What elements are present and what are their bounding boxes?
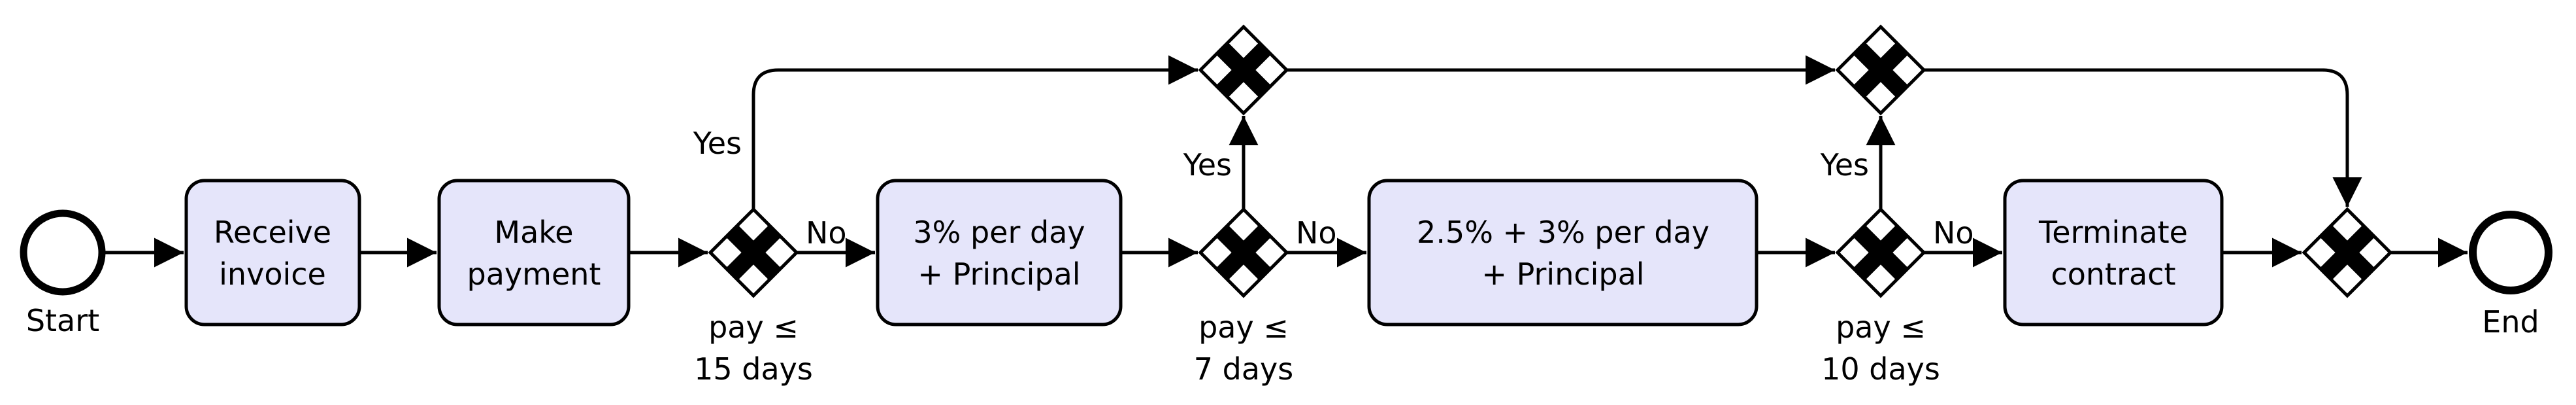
task-label-line1: 2.5% + 3% per day (1417, 215, 1709, 250)
task-label-line2: + Principal (1481, 256, 1644, 292)
xor-x-icon (725, 224, 782, 281)
end-event-circle (2469, 211, 2552, 294)
xor-x-icon (1853, 224, 1909, 281)
gateway-merge-final (2302, 207, 2393, 298)
task-penalty-2-5pct: 2.5% + 3% per day + Principal (1367, 179, 1759, 326)
xor-x-icon (2319, 224, 2375, 281)
task-box (184, 179, 361, 326)
edge-label-yes-1: Yes (693, 126, 742, 161)
task-label-line2: invoice (219, 256, 326, 292)
task-terminate-contract: Terminate contract (2003, 179, 2224, 326)
gateway-merge-top-1 (1198, 24, 1289, 116)
edge-labels: Yes No Yes No Yes No (693, 126, 1974, 251)
task-label-line2: payment (467, 256, 601, 292)
gateway-pay-15-days: pay ≤ 15 days (694, 207, 813, 387)
gateway-condition-line1: pay ≤ (1836, 309, 1926, 345)
edge-label-no-3: No (1933, 215, 1974, 251)
start-event-label: Start (26, 303, 99, 338)
task-penalty-3pct: 3% per day + Principal (876, 179, 1123, 326)
end-event: End (2469, 211, 2552, 340)
gateway-condition-line1: pay ≤ (1198, 309, 1289, 345)
gateway-condition-line2: 15 days (694, 351, 813, 387)
gateway-condition-line2: 7 days (1194, 351, 1293, 387)
edge-label-no-1: No (806, 215, 847, 251)
task-box (437, 179, 631, 326)
flow-gw-pay-15-yes-to-merge-1 (751, 55, 1198, 209)
task-label-line2: + Principal (917, 256, 1080, 292)
start-event-circle (20, 209, 106, 296)
task-box (2003, 179, 2224, 326)
task-label-line1: Make (494, 215, 573, 250)
gateway-merge-top-2 (1835, 24, 1926, 116)
gateway-condition-line2: 10 days (1821, 351, 1940, 387)
gateway-pay-10-days: pay ≤ 10 days (1821, 207, 1940, 387)
xor-x-icon (1215, 42, 1272, 98)
edge-label-no-2: No (1296, 215, 1337, 251)
xor-x-icon (1215, 224, 1272, 281)
task-label-line1: Terminate (2038, 215, 2188, 250)
task-box (876, 179, 1123, 326)
flow-merge-2-to-gw-merge-final (1924, 68, 2362, 207)
task-receive-invoice: Receive invoice (184, 179, 361, 326)
edge-label-yes-3: Yes (1820, 147, 1869, 183)
gateway-pay-7-days: pay ≤ 7 days (1194, 207, 1293, 387)
task-make-payment: Make payment (437, 179, 631, 326)
task-label-line1: Receive (214, 215, 331, 250)
gateway-condition-line1: pay ≤ (708, 309, 799, 345)
task-label-line1: 3% per day (913, 215, 1085, 250)
task-box (1367, 179, 1759, 326)
xor-x-icon (1853, 42, 1909, 98)
sequence-flows (102, 55, 2468, 268)
start-event: Start (20, 209, 106, 338)
end-event-label: End (2482, 304, 2539, 340)
edge-label-yes-2: Yes (1183, 147, 1232, 183)
task-label-line2: contract (2051, 256, 2175, 292)
